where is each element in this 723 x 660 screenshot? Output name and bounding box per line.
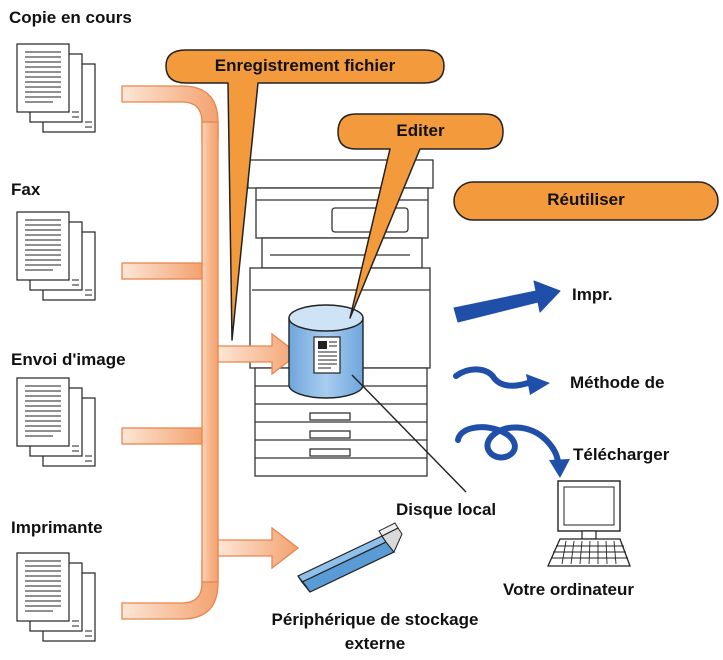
action-label-method: Méthode de xyxy=(570,373,665,392)
data-flow-channel xyxy=(121,85,300,620)
source-label-printer: Imprimante xyxy=(11,518,103,537)
document-stack-printer xyxy=(16,552,96,642)
external-storage-icon xyxy=(297,522,403,593)
document-stack-image-send xyxy=(16,377,96,467)
local-disk-label: Disque local xyxy=(396,500,497,519)
print-arrow-icon xyxy=(453,280,561,323)
callout-reuse-label: Réutiliser xyxy=(547,190,625,209)
source-label-image-send: Envoi d'image xyxy=(11,350,126,369)
method-arrow-icon xyxy=(453,366,550,395)
document-stack-fax xyxy=(16,211,96,301)
callout-file-storage-label: Enregistrement fichier xyxy=(214,56,396,75)
action-label-download: Télécharger xyxy=(573,445,670,464)
local-disk-icon xyxy=(288,304,364,399)
source-label-fax: Fax xyxy=(11,180,41,199)
download-arrow-icon xyxy=(455,424,570,478)
document-stack-copy xyxy=(16,43,96,133)
callout-file-storage xyxy=(165,49,445,341)
computer-icon xyxy=(546,480,631,567)
local-disk-leader xyxy=(351,374,467,493)
action-label-print: Impr. xyxy=(572,285,613,304)
computer-label: Votre ordinateur xyxy=(503,580,634,599)
callout-edit xyxy=(337,113,504,319)
callout-reuse xyxy=(453,181,719,221)
callout-edit-label: Editer xyxy=(396,121,445,140)
source-label-copy: Copie en cours xyxy=(9,8,132,27)
external-storage-label-line2: externe xyxy=(344,634,406,653)
external-storage-label-line1: Périphérique de stockage xyxy=(271,610,479,629)
